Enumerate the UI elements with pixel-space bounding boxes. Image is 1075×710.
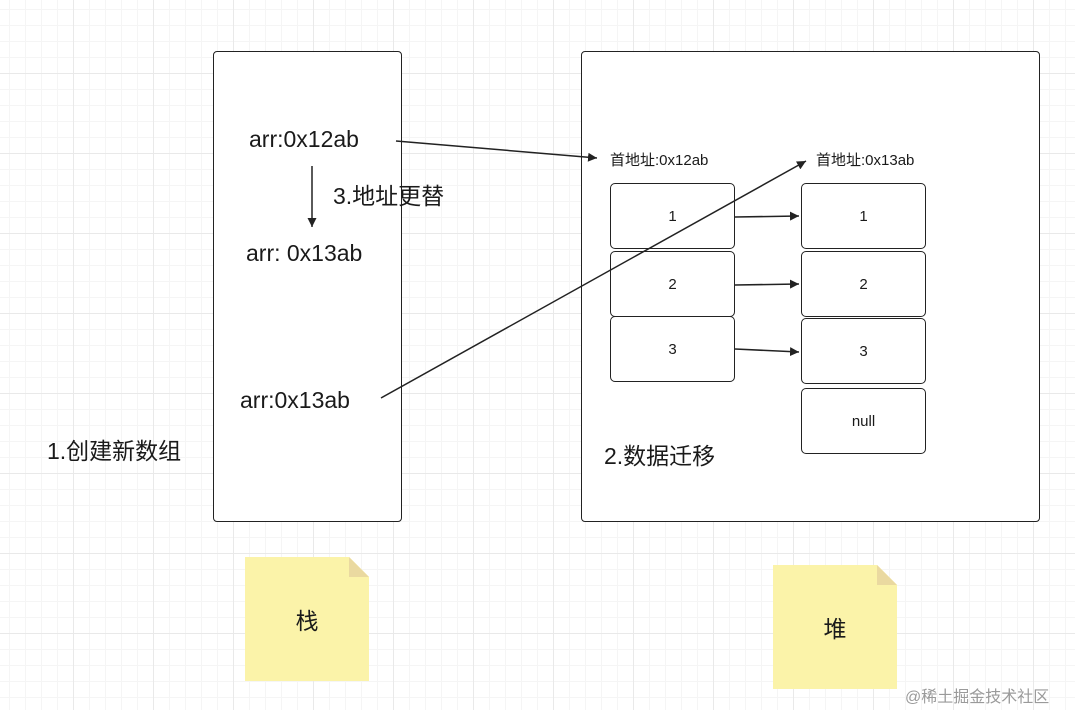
old-array-cell-3: 3 — [610, 316, 735, 382]
stack-created-reference: arr:0x13ab — [240, 387, 350, 413]
stack-old-reference: arr:0x12ab — [249, 126, 359, 152]
stack-new-reference: arr: 0x13ab — [246, 240, 363, 266]
new-array-cell-2: 2 — [801, 251, 926, 317]
migrate-arrow-3 — [734, 347, 800, 357]
old-array-cell-2: 2 — [610, 251, 735, 317]
migrate-arrow-2 — [734, 279, 800, 289]
old-array-cell-1: 1 — [610, 183, 735, 249]
stack-note-label: 栈 — [295, 608, 319, 634]
new-array-cell-3: 3 — [801, 318, 926, 384]
stack-note: 栈 — [245, 557, 369, 681]
stack-step3-label: 3.地址更替 — [333, 183, 445, 209]
old-array-address-label: 首地址:0x12ab — [610, 152, 709, 169]
new-array-cell-null: null — [801, 388, 926, 454]
stack-container — [213, 51, 402, 522]
step1-label: 1.创建新数组 — [47, 438, 182, 464]
heap-note: 堆 — [773, 565, 897, 689]
old-reference-arrow — [395, 140, 598, 162]
heap-note-label: 堆 — [823, 616, 847, 642]
new-array-cell-1: 1 — [801, 183, 926, 249]
step2-label: 2.数据迁移 — [604, 443, 716, 469]
new-reference-arrow — [380, 160, 807, 399]
migrate-arrow-1 — [734, 211, 800, 221]
new-array-address-label: 首地址:0x13ab — [816, 152, 915, 169]
watermark: @稀土掘金技术社区 — [905, 689, 1050, 706]
